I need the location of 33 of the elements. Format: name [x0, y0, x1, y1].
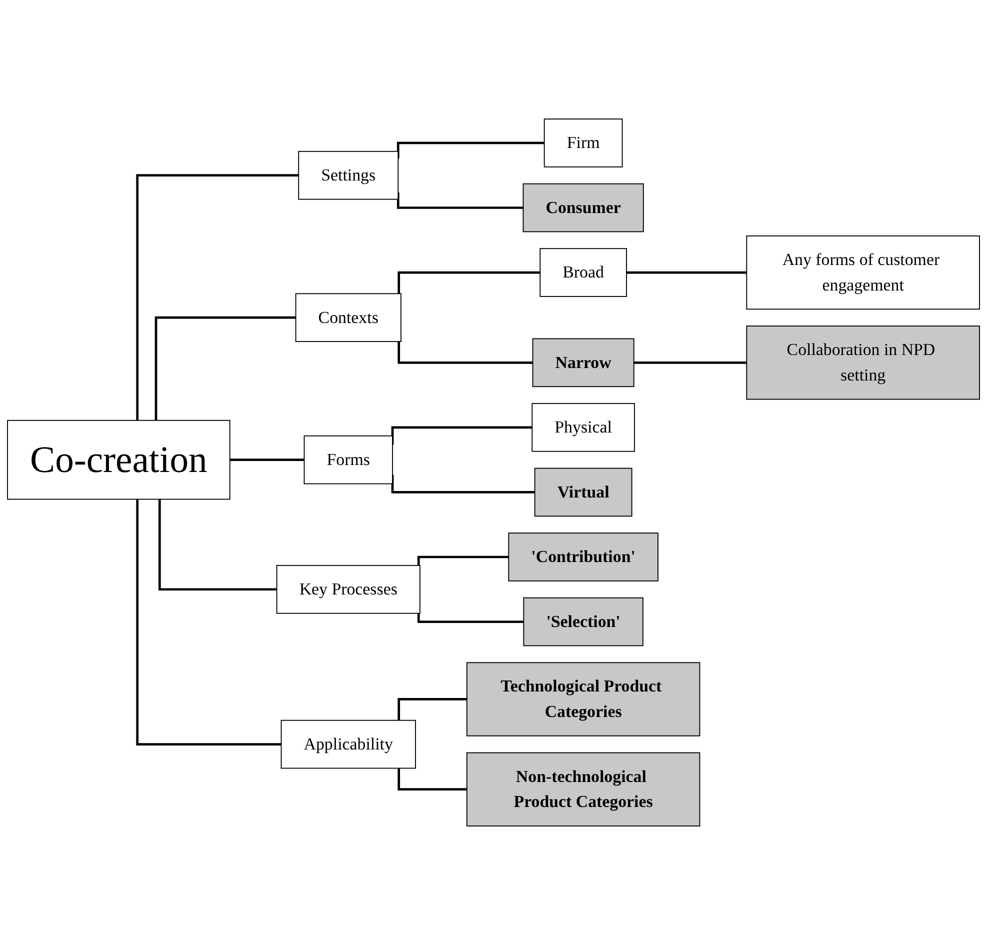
connector	[136, 174, 299, 420]
connector	[228, 458, 304, 461]
connector	[625, 271, 747, 274]
node-box: Consumer	[522, 183, 644, 232]
connector	[398, 271, 540, 294]
node-box: Narrow	[532, 338, 634, 388]
node-box: Non-technological Product Categories	[466, 752, 700, 826]
node-box: Forms	[304, 435, 393, 484]
connector	[158, 499, 277, 591]
connector	[398, 698, 467, 720]
connector	[417, 556, 509, 566]
connector	[398, 768, 467, 791]
connector	[391, 426, 532, 445]
node-box: Settings	[298, 150, 399, 200]
node-box: Firm	[544, 118, 623, 168]
connector	[136, 499, 282, 746]
connector	[391, 474, 535, 494]
node-box: Virtual	[534, 468, 632, 517]
node-box: Co-creation	[7, 420, 230, 500]
node-box: Any forms of customer engagement	[746, 235, 980, 310]
node-box: 'Contribution'	[508, 532, 658, 582]
connector	[398, 342, 533, 364]
node-box: Contexts	[295, 293, 402, 342]
node-box: Key Processes	[276, 564, 420, 614]
node-box: Technological Product Categories	[466, 662, 700, 736]
node-box: Physical	[532, 403, 635, 452]
connector	[417, 613, 524, 623]
node-box: Collaboration in NPD setting	[746, 326, 980, 400]
node-box: Broad	[540, 248, 627, 297]
node-box: 'Selection'	[523, 597, 644, 646]
connector	[154, 316, 296, 420]
connector	[632, 361, 747, 364]
node-box: Applicability	[280, 720, 416, 769]
